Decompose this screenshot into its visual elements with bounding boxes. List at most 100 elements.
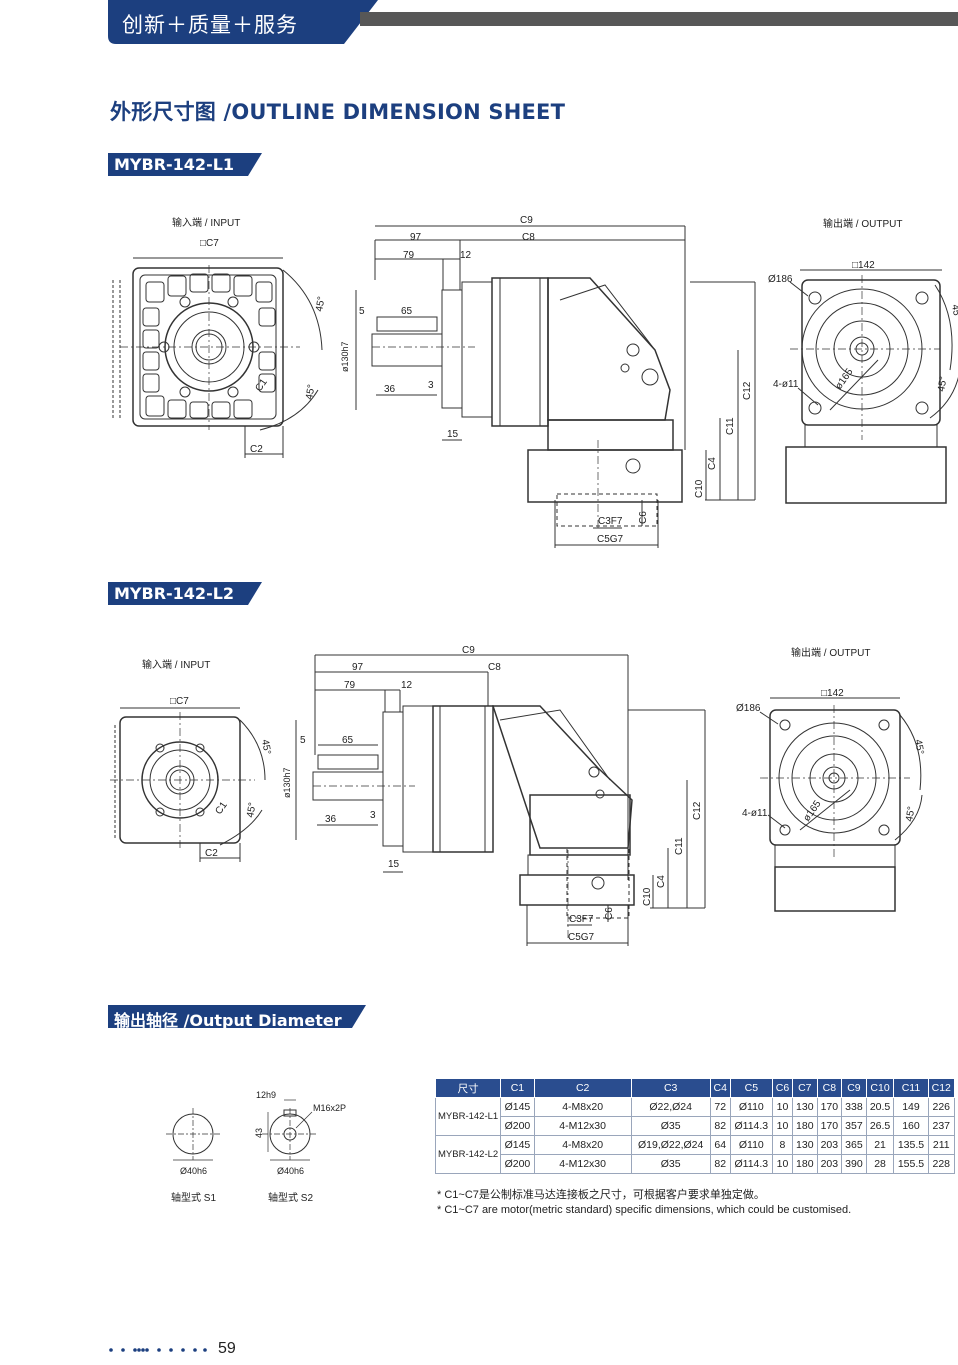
table-cell: 135.5 bbox=[893, 1135, 929, 1155]
l1-c7-label: □C7 bbox=[200, 238, 219, 249]
l2-3-label: 3 bbox=[370, 810, 376, 821]
l1-36-label: 36 bbox=[384, 384, 396, 395]
th-c2: C2 bbox=[533, 1078, 632, 1098]
table-cell: 64 bbox=[709, 1135, 731, 1155]
table-cell: Ø114.3 bbox=[729, 1154, 773, 1174]
page-header: 创新＋质量＋服务 bbox=[0, 0, 958, 44]
header-tab bbox=[108, 0, 378, 44]
l1-angle-top: 45° bbox=[314, 296, 327, 313]
table-cell: 4-M8x20 bbox=[533, 1097, 632, 1117]
table-cell: 28 bbox=[865, 1154, 895, 1174]
table-cell: Ø19,Ø22,Ø24 bbox=[630, 1135, 711, 1155]
table-cell: 130 bbox=[792, 1097, 818, 1117]
table-cell: 21 bbox=[865, 1135, 895, 1155]
l1-holes-label: 4-ø11 bbox=[773, 379, 799, 390]
s1-dia-label: Ø40h6 bbox=[180, 1166, 207, 1176]
l2-15-label: 15 bbox=[388, 859, 400, 870]
table-cell: 82 bbox=[709, 1154, 731, 1174]
l1-c4-label: C4 bbox=[707, 457, 718, 470]
table-cell: 228 bbox=[927, 1154, 955, 1174]
th-c10: C10 bbox=[865, 1078, 895, 1098]
table-cell: 160 bbox=[893, 1116, 929, 1136]
l2-5-label: 5 bbox=[300, 735, 306, 746]
page-number: 59 bbox=[218, 1340, 236, 1357]
th-c7: C7 bbox=[792, 1078, 818, 1098]
th-c4: C4 bbox=[709, 1078, 731, 1098]
l1-c8-label: C8 bbox=[522, 232, 535, 243]
l2-c9-label: C9 bbox=[462, 645, 475, 656]
table-cell: 4-M12x30 bbox=[533, 1154, 632, 1174]
l2-c5-label: C5G7 bbox=[568, 932, 595, 943]
l1-c9-label: C9 bbox=[520, 215, 533, 226]
th-c3: C3 bbox=[630, 1078, 711, 1098]
l1-15-label: 15 bbox=[447, 429, 459, 440]
l1-79-label: 79 bbox=[403, 250, 415, 261]
table-cell: Ø200 bbox=[500, 1154, 535, 1174]
spec-table: 尺寸 C1 C2 C3 C4 C5 C6 C7 C8 C9 C10 C11 C1… bbox=[434, 1078, 955, 1174]
s2-key-label: 12h9 bbox=[256, 1090, 276, 1100]
l1-angle-bottom: 45° bbox=[304, 384, 317, 401]
l1-c5-label: C5G7 bbox=[597, 534, 624, 545]
table-cell: Ø22,Ø24 bbox=[630, 1097, 711, 1117]
l1-c12-label: C12 bbox=[742, 381, 753, 400]
table-cell: 130 bbox=[792, 1135, 818, 1155]
l2-79-label: 79 bbox=[344, 680, 356, 691]
l2-out-angle-bottom: 45° bbox=[904, 806, 917, 823]
table-cell: Ø145 bbox=[500, 1135, 535, 1155]
l2-angle-bottom: 45° bbox=[245, 802, 258, 819]
l2-c4-label: C4 bbox=[656, 875, 667, 888]
table-cell: 357 bbox=[841, 1116, 867, 1136]
section-output-label: 输出轴径 /Output Diameter bbox=[114, 1011, 342, 1030]
l2-c11-label: C11 bbox=[674, 837, 685, 855]
table-cell: Ø110 bbox=[729, 1097, 773, 1117]
table-row: Ø200 4-M12x30 Ø35 82 Ø114.3 10 180 170 3… bbox=[436, 1116, 955, 1136]
th-c11: C11 bbox=[893, 1078, 929, 1098]
table-cell: 10 bbox=[771, 1154, 794, 1174]
l1-3-label: 3 bbox=[428, 380, 434, 391]
l1-65-label: 65 bbox=[401, 306, 413, 317]
section-l2-label: MYBR-142-L2 bbox=[114, 584, 235, 603]
l2-angle-top: 45° bbox=[259, 739, 272, 756]
l1-output-view bbox=[785, 269, 958, 504]
l2-output-label: 输出端 / OUTPUT bbox=[791, 646, 870, 659]
note-en: * C1~C7 are motor(metric standard) speci… bbox=[437, 1204, 852, 1216]
th-c1: C1 bbox=[500, 1078, 535, 1098]
table-cell: 4-M8x20 bbox=[533, 1135, 632, 1155]
table-cell: 211 bbox=[927, 1135, 955, 1155]
table-cell: 390 bbox=[841, 1154, 867, 1174]
l2-36-label: 36 bbox=[325, 814, 337, 825]
table-cell: 170 bbox=[816, 1097, 843, 1117]
table-cell: 20.5 bbox=[865, 1097, 895, 1117]
l2-142-label: □142 bbox=[821, 688, 844, 699]
l1-12-label: 12 bbox=[460, 250, 472, 261]
table-notes: * C1~C7是公制标准马达连接板之尺寸，可根据客户要求单独定做。 * C1~C… bbox=[437, 1188, 851, 1218]
table-cell: 170 bbox=[816, 1116, 843, 1136]
table-cell: 82 bbox=[709, 1116, 731, 1136]
th-c12: C12 bbox=[927, 1078, 955, 1098]
l2-c3-label: C3F7 bbox=[569, 914, 594, 925]
s1-label: 轴型式 S1 bbox=[171, 1191, 216, 1204]
l2-130-label: ø130h7 bbox=[282, 767, 292, 798]
l2-out-angle-top: 45° bbox=[912, 739, 925, 756]
th-c6: C6 bbox=[771, 1078, 794, 1098]
l1-c11-label: C11 bbox=[725, 417, 736, 435]
l1-output-label: 输出端 / OUTPUT bbox=[823, 217, 902, 230]
table-cell: 4-M12x30 bbox=[533, 1116, 632, 1136]
l1-c2-label: C2 bbox=[250, 444, 263, 455]
table-cell: 203 bbox=[816, 1154, 843, 1174]
table-cell: 155.5 bbox=[893, 1154, 929, 1174]
table-cell: 26.5 bbox=[865, 1116, 895, 1136]
l1-186-label: Ø186 bbox=[768, 274, 793, 285]
l2-c8-label: C8 bbox=[488, 662, 501, 673]
page-title: 外形尺寸图 /OUTLINE DIMENSION SHEET bbox=[110, 100, 566, 124]
table-cell: Ø110 bbox=[729, 1135, 773, 1155]
l2-186-label: Ø186 bbox=[736, 703, 761, 714]
table-row: Ø200 4-M12x30 Ø35 82 Ø114.3 10 180 203 3… bbox=[436, 1154, 955, 1174]
l1-130-label: ø130h7 bbox=[340, 341, 350, 372]
